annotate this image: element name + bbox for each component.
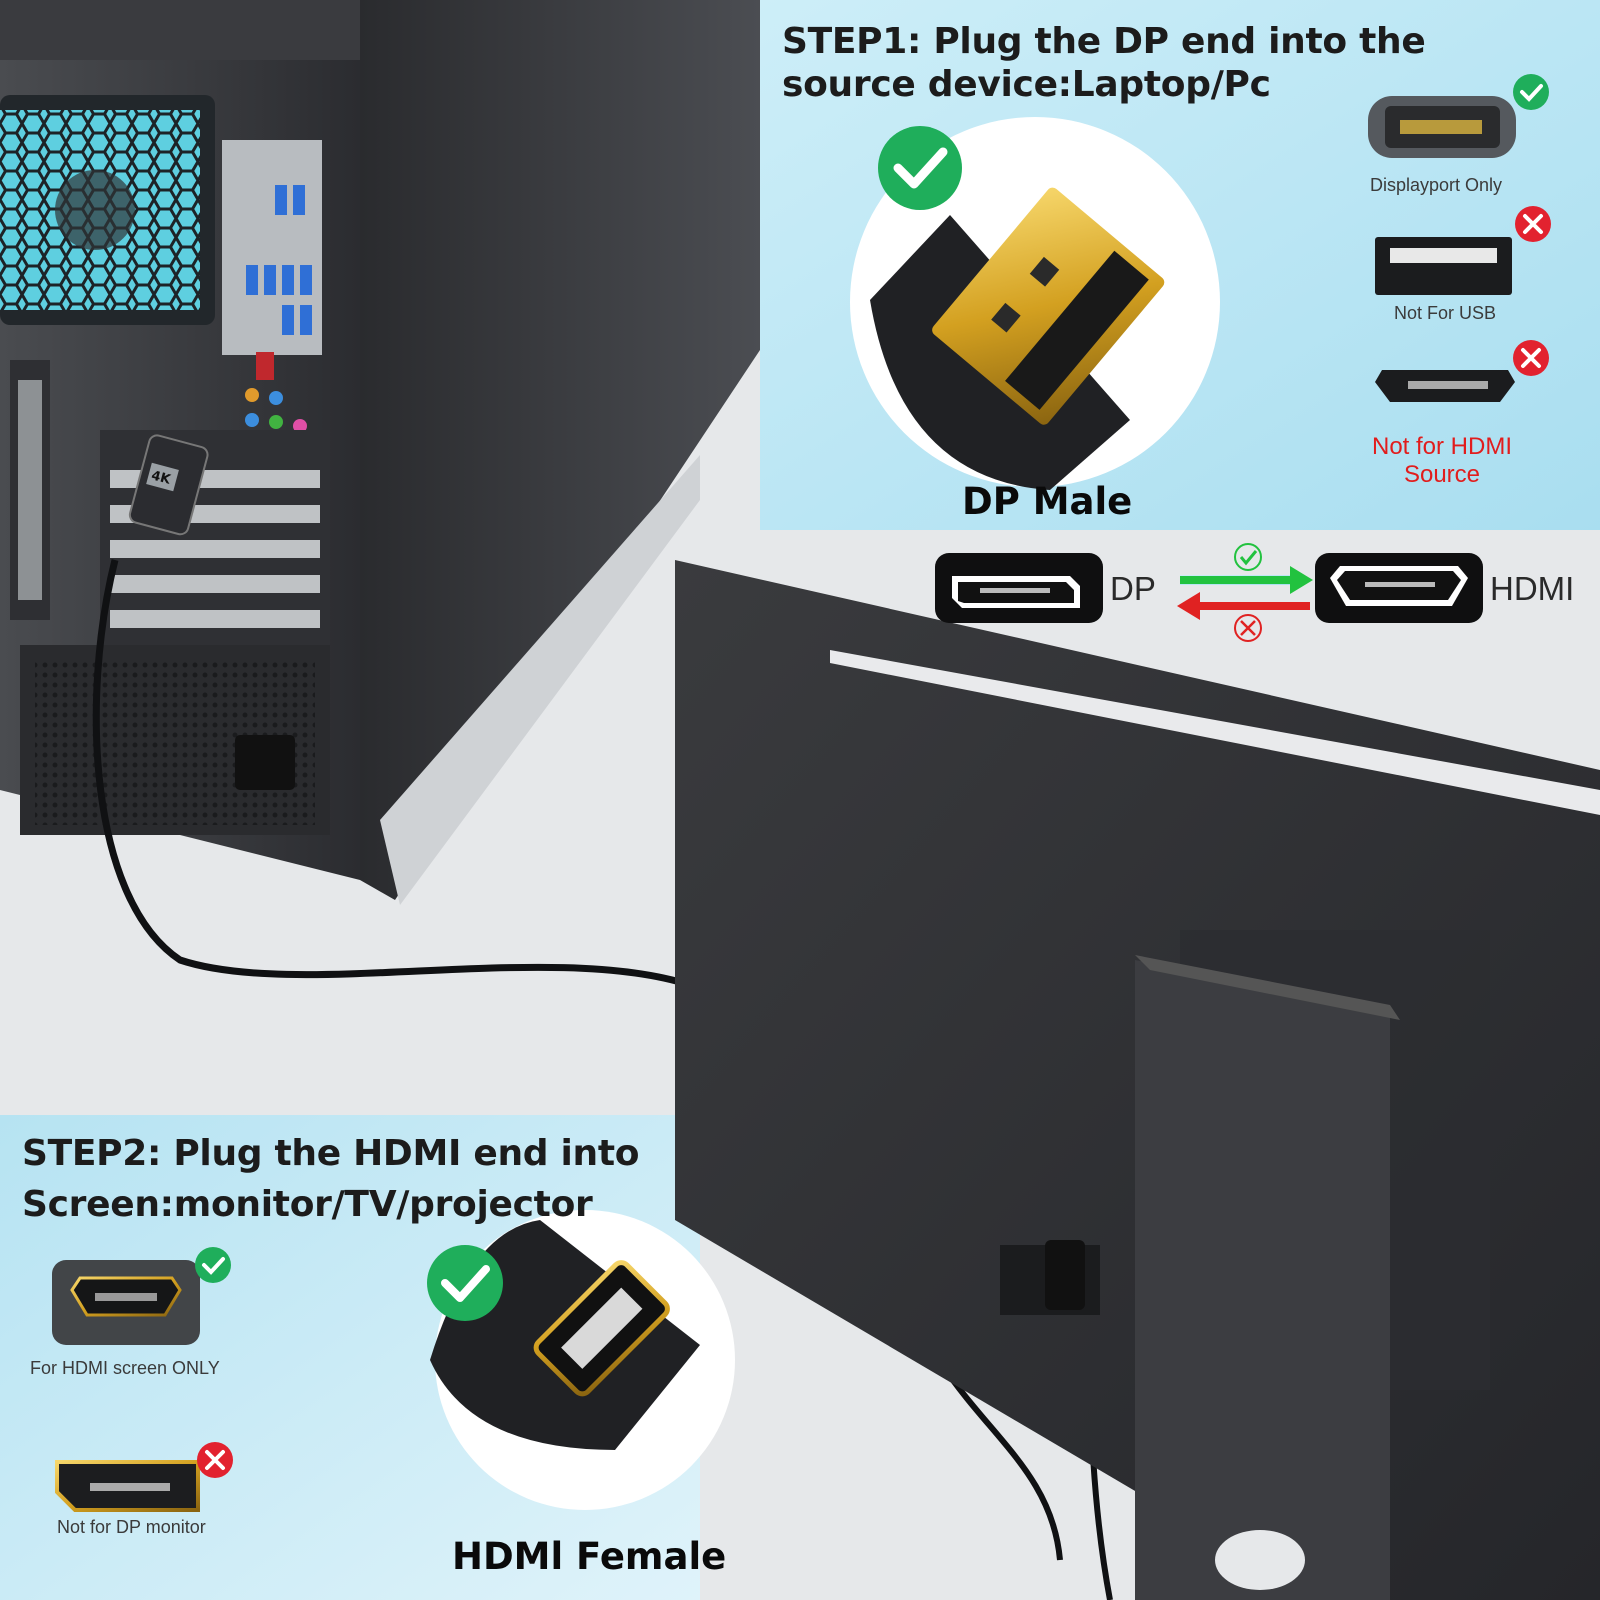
dp-monitor-port-icon [55,1460,200,1512]
hdmi-female-label: HDMl Female [452,1535,727,1578]
hdmi-screen-port-icon [52,1260,200,1345]
adapter-4k-badge: 4K [150,468,173,488]
displayport-only-label: Displayport Only [1370,175,1503,195]
adapter-plug: 4K [128,434,209,536]
cross-circle-icon [1513,340,1549,376]
direction-legend [935,543,1483,642]
not-for-hdmi-line1: Not for HDMI [1371,433,1512,460]
cross-circle-icon [1515,206,1551,242]
displayport-port-icon [1368,96,1516,158]
not-for-hdmi-source-label: Not for HDMI Source [1352,433,1532,489]
cable-pc [92,559,692,989]
step2-title-line1: STEP2: Plug the HDMI end into [22,1133,640,1174]
check-circle-icon [427,1245,503,1321]
usb-port-icon [1375,237,1512,295]
not-for-dp-monitor-label: Not for DP monitor [57,1517,206,1537]
forward-check-icon [1234,543,1262,571]
reverse-arrow-icon [1177,592,1310,620]
not-for-usb-label: Not For USB [1394,303,1497,323]
step1-title-line1: STEP1: Plug the DP end into the [782,21,1426,62]
step2-title-line2: Screen:monitor/TV/projector [22,1184,593,1225]
hdmi-screen-only-label: For HDMI screen ONLY [30,1358,220,1378]
monitor [675,560,1600,1600]
cross-circle-icon [197,1442,233,1478]
dp-male-connector-illustration [850,117,1220,490]
check-circle-icon [195,1247,231,1283]
dp-male-label: DP Male [962,480,1133,523]
forward-arrow-icon [1180,566,1313,594]
legend-hdmi-label: HDMI [1490,570,1575,607]
reverse-cross-icon [1234,614,1262,642]
pc-tower: 4K [0,0,760,905]
check-circle-icon [1513,74,1549,110]
not-for-hdmi-line2: Source [1403,461,1481,488]
step1-title-line2: source device:Laptop/Pc [782,64,1271,105]
check-circle-icon [878,126,962,210]
hdmi-port-icon [1375,370,1515,402]
legend-dp-label: DP [1110,570,1156,607]
